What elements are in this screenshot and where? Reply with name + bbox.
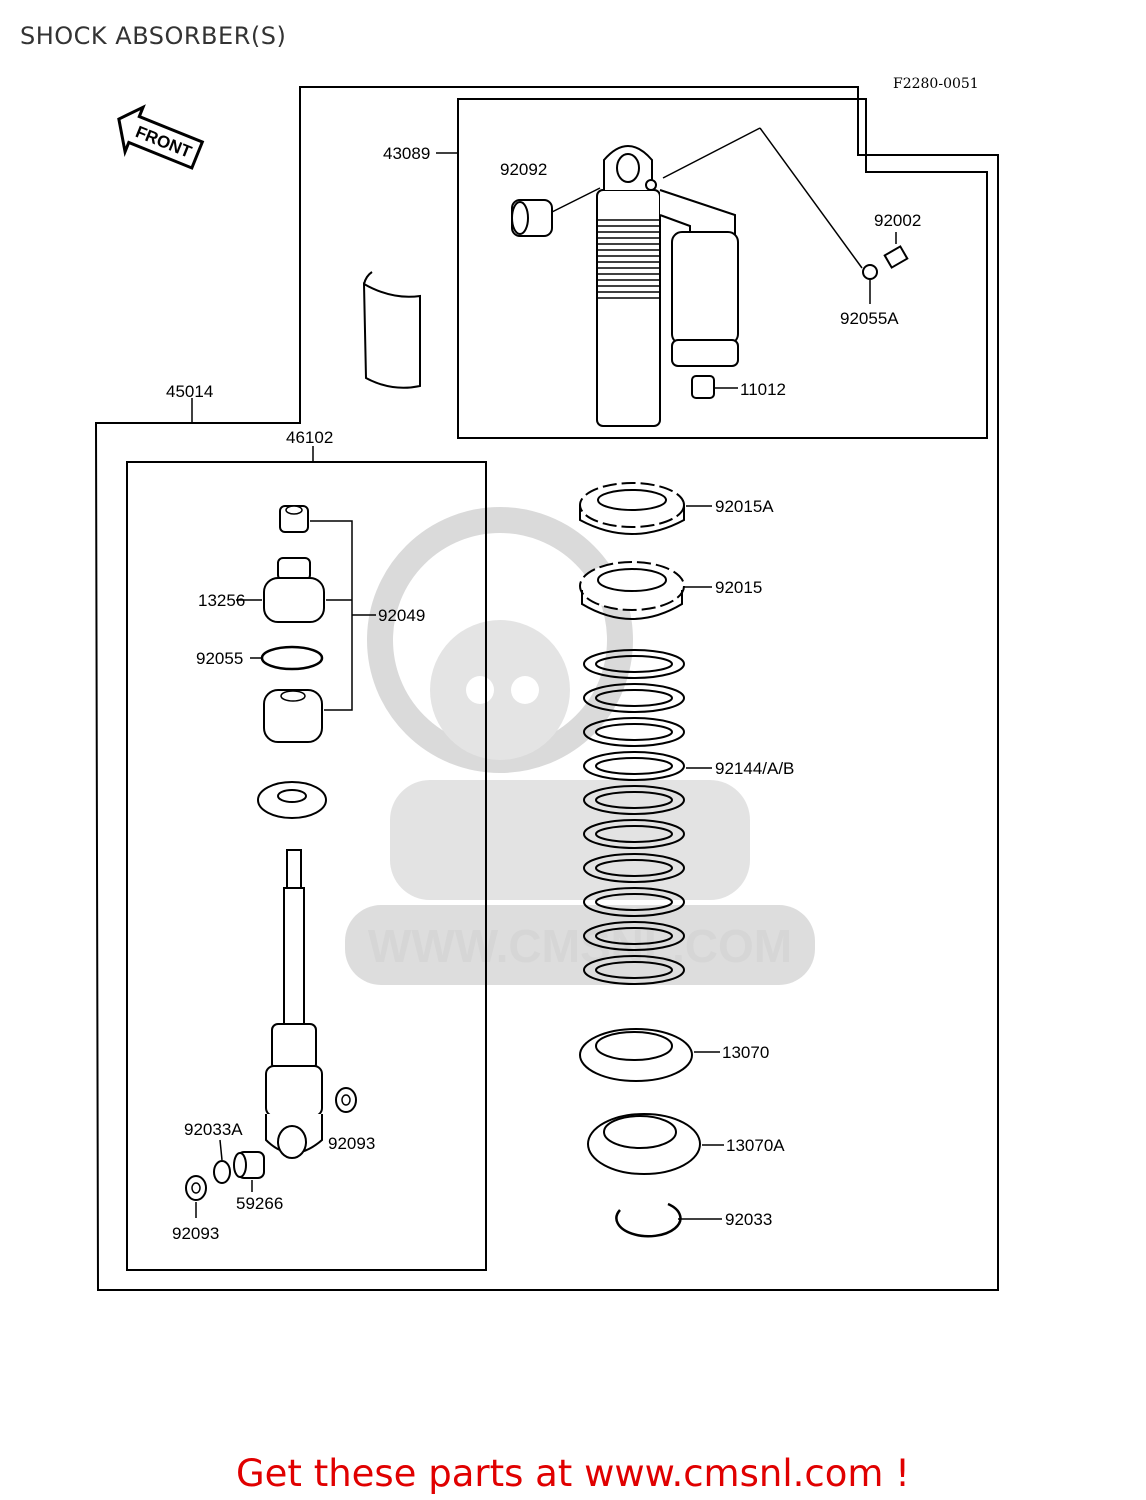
o-ring-92055 (250, 645, 324, 671)
label-13070: 13070 (722, 1043, 769, 1062)
assembly-43089-frame (457, 98, 988, 439)
label-13256: 13256 (198, 591, 245, 610)
cta-link[interactable]: Get these parts at www.cmsnl.com ! (235, 1452, 910, 1495)
front-arrow-icon: FRONT (117, 104, 205, 170)
bracket-92049 (310, 520, 376, 711)
label-92049: 92049 (378, 606, 425, 625)
nut-top (279, 505, 309, 533)
label-92093-right: 92093 (328, 1134, 375, 1153)
watermark: WWW.CMSNL.COM (345, 507, 815, 985)
figure-ref: F2280-0051 (893, 76, 979, 92)
label-92015: 92015 (715, 578, 762, 597)
seat-13070A (587, 1113, 724, 1175)
label-92002: 92002 (874, 211, 921, 230)
assembly-46102-frame (126, 461, 487, 1271)
seal-cap (257, 781, 327, 819)
label-92015A: 92015A (715, 497, 774, 516)
nut-92015 (579, 561, 712, 620)
label-11012: 11012 (740, 380, 786, 399)
label-45014: 45014 (166, 382, 213, 401)
watermark-text: WWW.CMSNL.COM (368, 920, 792, 972)
cta-banner: Get these parts at www.cmsnl.com ! (0, 1452, 1146, 1495)
label-92055A: 92055A (840, 309, 899, 328)
bushing-92092 (511, 187, 601, 237)
label-59266: 59266 (236, 1194, 283, 1213)
nut-92015A (579, 482, 712, 535)
label-92055: 92055 (196, 649, 243, 668)
label-92144: 92144/A/B (715, 759, 794, 778)
washer-92055A (662, 127, 878, 304)
heat-shield-sheet (362, 271, 421, 389)
cap-11012 (691, 375, 738, 399)
page-title: SHOCK ABSORBER(S) (20, 22, 287, 50)
washer-92093-right (335, 1087, 357, 1113)
label-43089: 43089 (383, 144, 430, 163)
pin-59266 (233, 1151, 265, 1192)
label-92092: 92092 (500, 160, 547, 179)
shock-absorber-diagram: WWW.CMSNL.COM F2280-0051 FRONT 45014 430… (94, 76, 999, 1291)
washer-92093-left (185, 1175, 207, 1218)
spring-92144 (583, 649, 712, 985)
bushing-lower (263, 689, 323, 743)
damper-rod (265, 849, 323, 1159)
shock-body (596, 145, 739, 427)
bushing-13256 (236, 557, 325, 623)
assembly-45014-frame (94, 86, 999, 1291)
label-92093-left: 92093 (172, 1224, 219, 1243)
label-92033A: 92033A (184, 1120, 243, 1139)
circlip-92033 (615, 1202, 722, 1238)
label-92033: 92033 (725, 1210, 772, 1229)
label-13070A: 13070A (726, 1136, 785, 1155)
label-46102: 46102 (286, 428, 333, 447)
bolt-92002 (883, 232, 909, 269)
collar-92033A (213, 1139, 231, 1184)
seat-13070 (579, 1028, 720, 1082)
